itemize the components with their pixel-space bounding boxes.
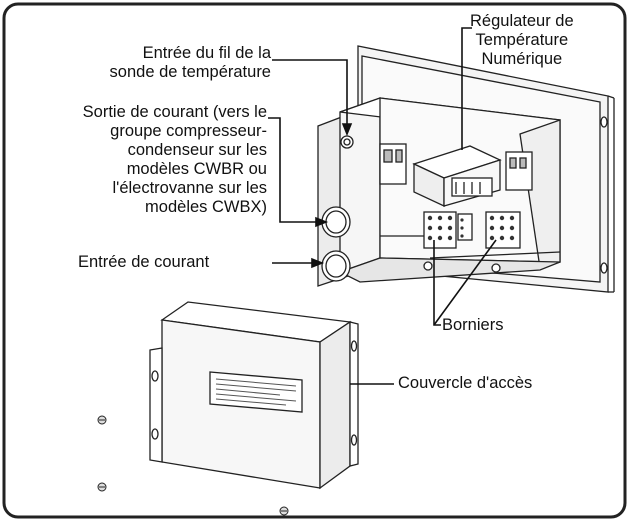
cover-screws bbox=[97, 415, 289, 516]
label-power-inlet: Entrée de courant bbox=[78, 253, 210, 271]
cover-label-lines bbox=[215, 378, 297, 406]
leader-regulator bbox=[461, 27, 472, 150]
leader-lines bbox=[268, 27, 497, 385]
label-access-cover: Couvercle d'accès bbox=[398, 374, 533, 392]
leader-power-outlet bbox=[268, 117, 318, 223]
terminal-screws bbox=[427, 215, 515, 241]
label-terminal-blocks: Borniers bbox=[442, 316, 504, 334]
access-cover bbox=[149, 301, 359, 490]
label-probe-inlet: Entrée du fil de la sonde de température bbox=[109, 44, 271, 81]
electrical-box bbox=[317, 97, 561, 287]
leader-probe-inlet bbox=[272, 59, 348, 126]
label-power-outlet: Sortie de courant (vers le groupe compre… bbox=[82, 103, 267, 216]
label-regulator: Régulateur de Température Numérique bbox=[470, 12, 574, 68]
